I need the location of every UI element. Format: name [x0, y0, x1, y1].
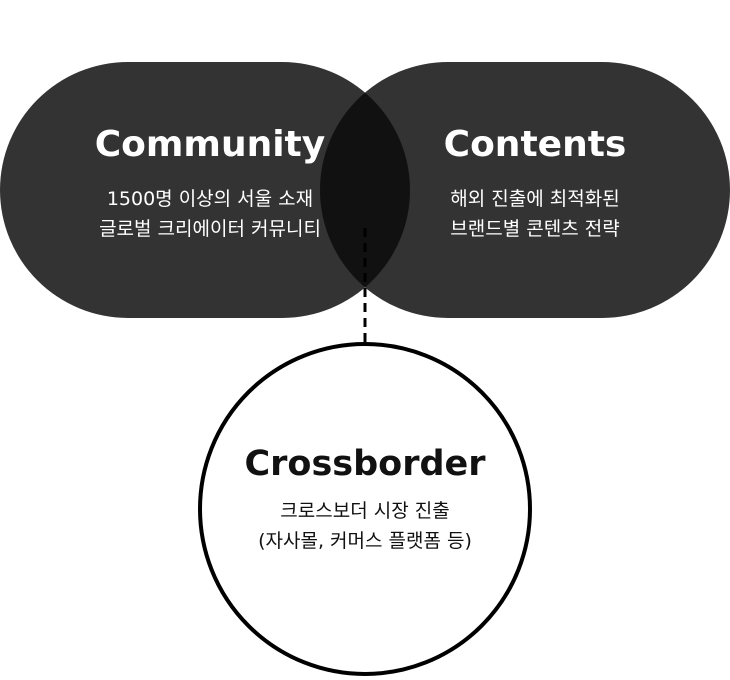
community-description: 1500명 이상의 서울 소재 글로벌 크리에이터 커뮤니티 [30, 184, 390, 244]
crossborder-description: 크로스보더 시장 진출 (자사몰, 커머스 플랫폼 등) [165, 496, 565, 556]
community-title: Community [94, 124, 326, 165]
community-description-line-2: 글로벌 크리에이터 커뮤니티 [99, 218, 321, 240]
contents-title: Contents [443, 124, 627, 165]
contents-description: 해외 진출에 최적화된 브랜드별 콘텐츠 전략 [355, 184, 715, 244]
community-description-line-1: 1500명 이상의 서울 소재 [106, 188, 314, 210]
contents-description-line-1: 해외 진출에 최적화된 [450, 188, 620, 210]
crossborder-title: Crossborder [244, 444, 486, 484]
contents-description-line-2: 브랜드별 콘텐츠 전략 [450, 218, 620, 240]
crossborder-description-line-1: 크로스보더 시장 진출 [280, 500, 450, 522]
contents-pill [320, 62, 730, 318]
crossborder-description-line-2: (자사몰, 커머스 플랫폼 등) [258, 530, 472, 552]
community-pill [0, 62, 410, 318]
crossborder-circle [198, 342, 532, 676]
